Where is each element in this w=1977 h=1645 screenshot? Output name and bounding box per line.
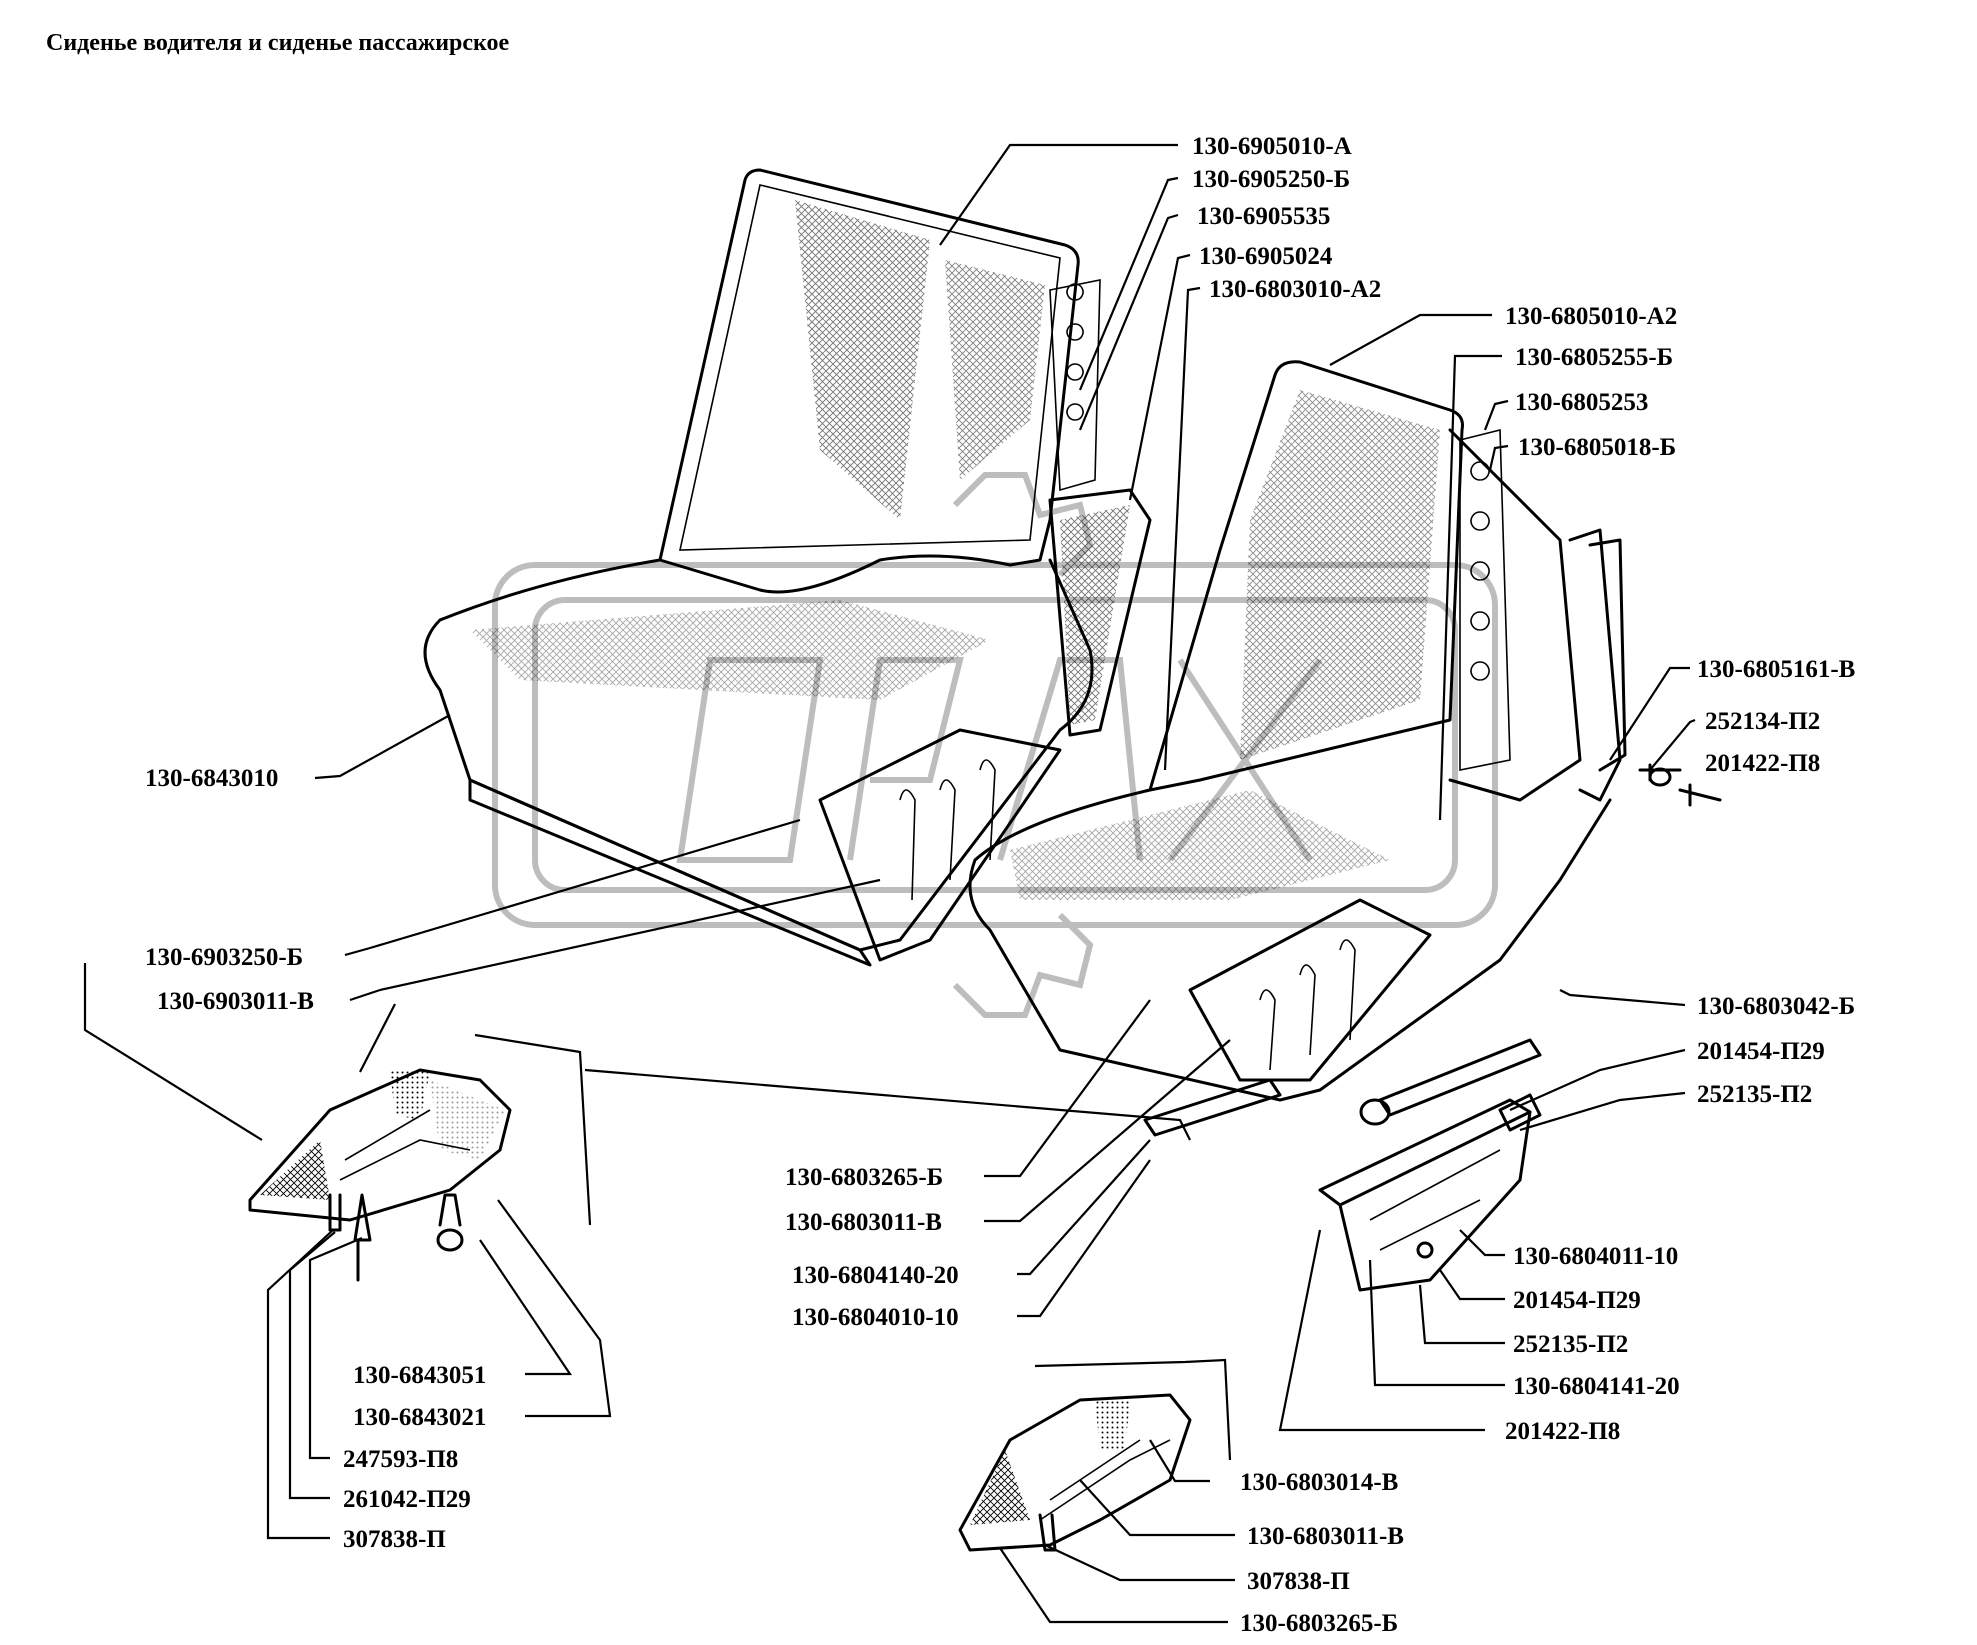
callout-130-6803010-A2: 130-6803010-А2 [1209, 276, 1381, 303]
callout-130-6803265-B: 130-6803265-Б [785, 1164, 943, 1191]
leader-lines [83, 143, 1696, 1624]
callout-201454-P29-top: 201454-П29 [1697, 1038, 1825, 1065]
callout-130-6804010-10: 130-6804010-10 [792, 1304, 959, 1331]
seat-rail-drawing [1318, 1093, 1542, 1292]
callout-130-6905010-A: 130-6905010-А [1192, 133, 1352, 160]
callout-130-6803011-V: 130-6803011-В [785, 1209, 942, 1236]
callout-130-6804141-20: 130-6804141-20 [1513, 1373, 1680, 1400]
callout-307838-P-right: 307838-П [1247, 1568, 1350, 1595]
callout-130-6803011-V-inset: 130-6803011-В [1247, 1523, 1404, 1550]
callout-130-6843010: 130-6843010 [145, 765, 278, 792]
callout-130-6903250-B: 130-6903250-Б [145, 944, 303, 971]
callout-261042-P29: 261042-П29 [343, 1486, 471, 1513]
page-title: Сиденье водителя и сиденье пассажирское [46, 30, 510, 56]
callout-130-6805018-B: 130-6805018-Б [1518, 434, 1676, 461]
callout-130-6843021: 130-6843021 [353, 1404, 486, 1431]
callout-130-6804011-10: 130-6804011-10 [1513, 1243, 1678, 1270]
passenger-seat-drawing [968, 360, 1722, 1137]
callout-252135-P2-top: 252135-П2 [1697, 1081, 1812, 1108]
callout-130-6803265-B-inset: 130-6803265-Б [1240, 1610, 1398, 1637]
callout-130-6803042-B: 130-6803042-Б [1697, 993, 1855, 1020]
callout-201422-P8-top: 201422-П8 [1705, 750, 1820, 777]
callout-130-6805161-V: 130-6805161-В [1697, 656, 1855, 683]
callout-252134-P2: 252134-П2 [1705, 708, 1820, 735]
callout-130-6805010-A2: 130-6805010-А2 [1505, 303, 1677, 330]
callout-252135-P2-bottom: 252135-П2 [1513, 1331, 1628, 1358]
right-detail-inset [958, 1393, 1192, 1552]
callout-130-6905535: 130-6905535 [1197, 203, 1330, 230]
callout-307838-P-left: 307838-П [343, 1526, 446, 1553]
left-detail-inset [248, 1068, 512, 1282]
callout-130-6805253: 130-6805253 [1515, 389, 1648, 416]
callout-130-6805255-B: 130-6805255-Б [1515, 344, 1673, 371]
callout-130-6804140-20: 130-6804140-20 [792, 1262, 959, 1289]
callout-130-6905250-B: 130-6905250-Б [1192, 166, 1350, 193]
callout-labels: 130-6905010-А 130-6905250-Б 130-6905535 … [145, 133, 1855, 1637]
callout-130-6903011-V: 130-6903011-В [157, 988, 314, 1015]
callout-201422-P8-bottom: 201422-П8 [1505, 1418, 1620, 1445]
callout-130-6803014-V: 130-6803014-В [1240, 1469, 1398, 1496]
callout-130-6843051: 130-6843051 [353, 1362, 486, 1389]
callout-247593-P8: 247593-П8 [343, 1446, 458, 1473]
callout-201454-P29-bottom: 201454-П29 [1513, 1287, 1641, 1314]
callout-130-6905024: 130-6905024 [1199, 243, 1333, 270]
driver-seat-drawing [423, 168, 1152, 967]
